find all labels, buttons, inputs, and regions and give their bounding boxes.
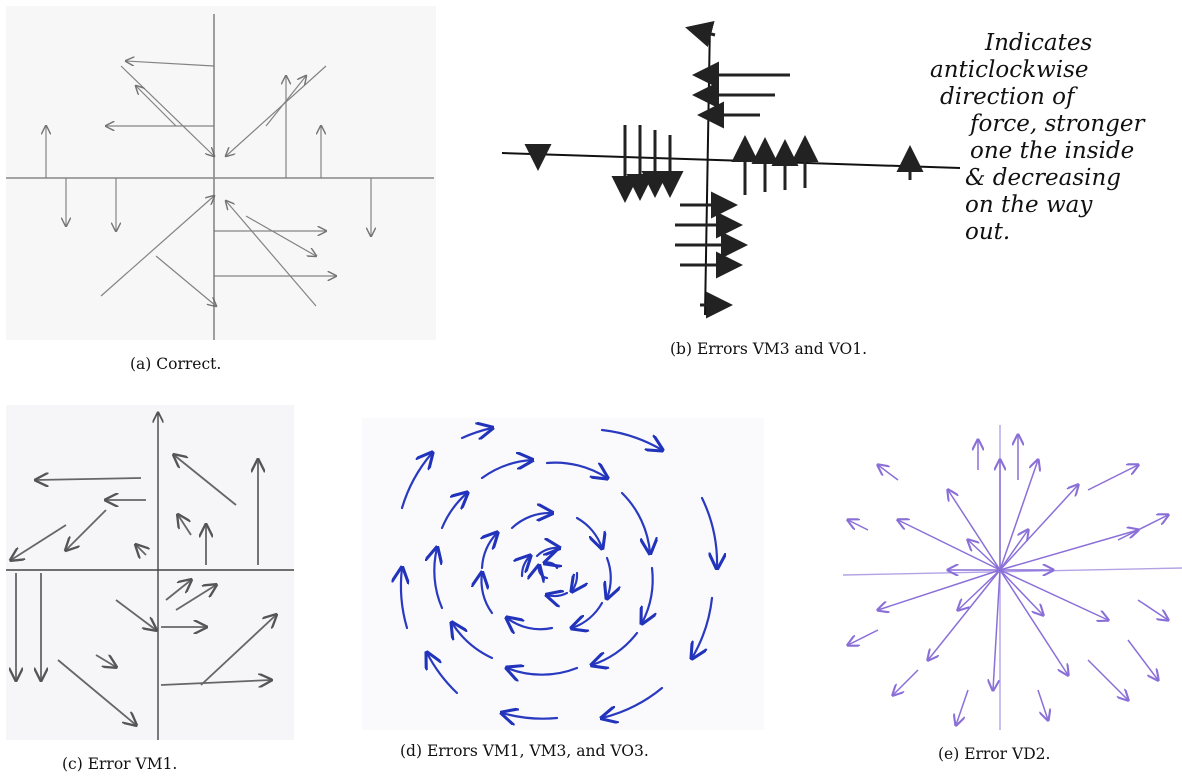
note-line: Indicates <box>985 30 1093 56</box>
note-line: out. <box>965 219 1011 245</box>
note-line: one the inside <box>970 138 1135 164</box>
panel-c-drawing <box>6 405 294 740</box>
note-line: & decreasing <box>965 165 1122 191</box>
panel-c-sketch <box>6 405 294 740</box>
panel-e-sketch <box>838 420 1182 735</box>
panel-b-drawing <box>501 20 961 319</box>
panel-d-sketch <box>362 418 764 730</box>
note-line: anticlockwise <box>930 57 1089 83</box>
panel-b-sketch <box>500 20 970 320</box>
caption-e: (e) Error VD2. <box>938 745 1051 763</box>
panel-a-drawing <box>6 14 434 340</box>
panel-a-sketch <box>6 6 436 340</box>
panel-e-drawing <box>842 425 1182 730</box>
note-line: force, stronger <box>970 111 1145 137</box>
caption-c: (c) Error VM1. <box>62 755 178 773</box>
note-line: direction of <box>940 84 1075 110</box>
caption-d: (d) Errors VM1, VM3, and VO3. <box>400 742 649 760</box>
caption-a: (a) Correct. <box>130 355 222 373</box>
note-line: on the way <box>965 192 1093 218</box>
caption-b: (b) Errors VM3 and VO1. <box>670 340 868 358</box>
panel-d-drawing <box>362 418 764 730</box>
handwritten-note: Indicates anticlockwise direction of for… <box>930 30 1180 246</box>
